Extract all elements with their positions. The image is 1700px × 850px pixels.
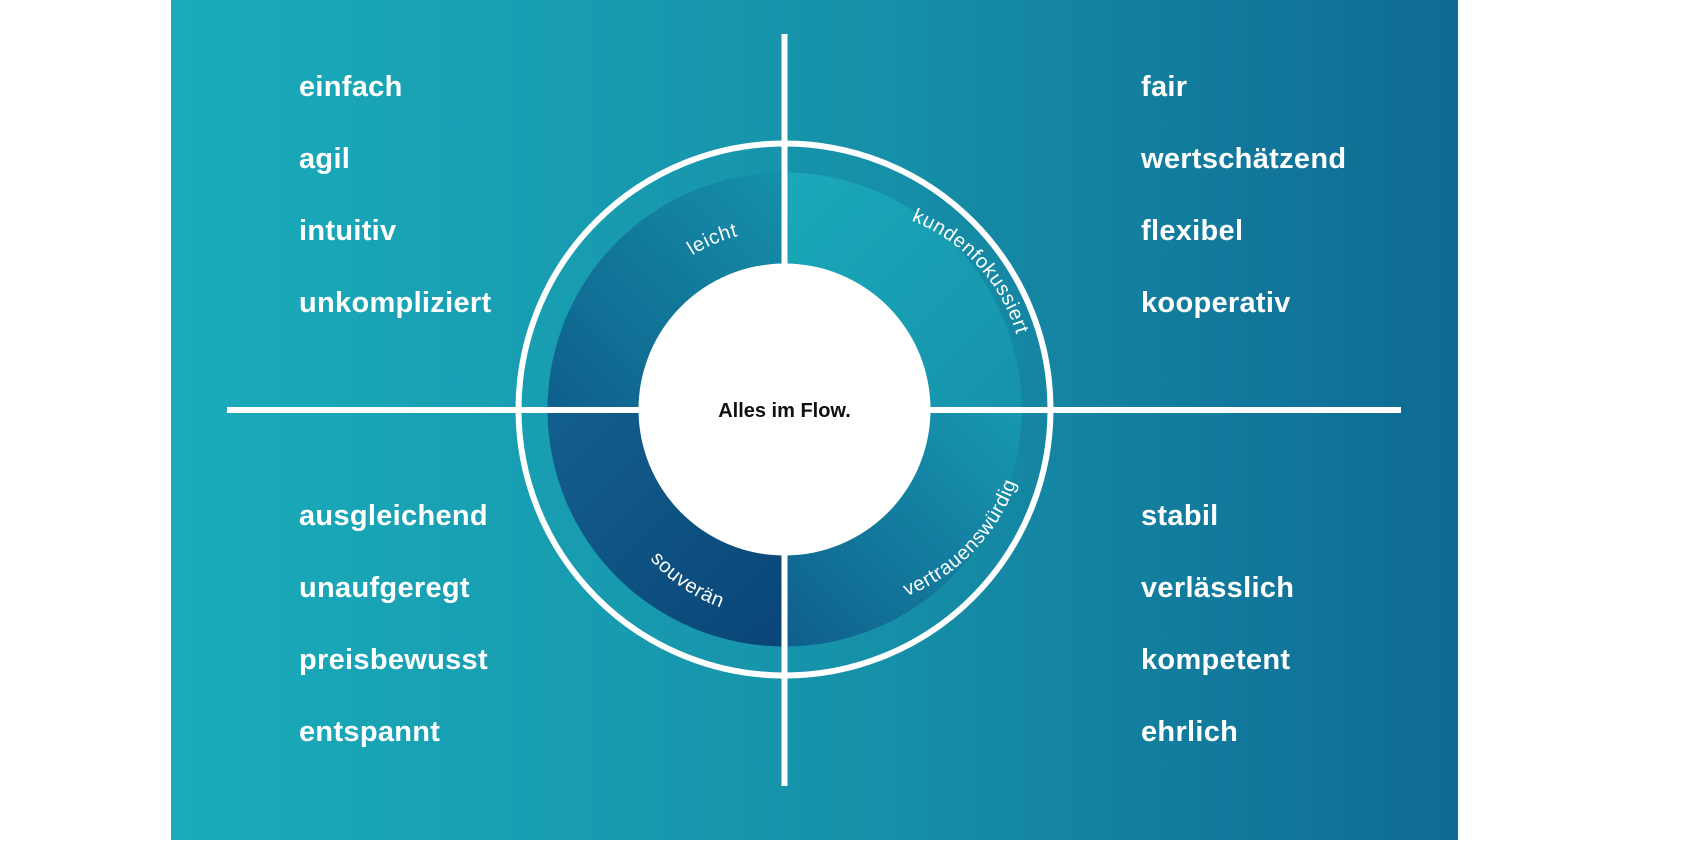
list-item: flexibel — [1141, 215, 1244, 247]
word-list-bottom-right: stabil verlässlich kompetent ehrlich — [1141, 501, 1294, 789]
segment-bottom-right — [784, 409, 1022, 647]
list-item: agil — [299, 143, 351, 175]
list-item: wertschätzend — [1141, 143, 1347, 175]
segment-top-left — [547, 172, 785, 410]
word-list-top-left: einfach agil intuitiv unkompliziert — [299, 72, 491, 360]
list-item: stabil — [1141, 500, 1219, 532]
list-item: verlässlich — [1141, 572, 1295, 604]
list-item: entspannt — [299, 716, 441, 748]
list-item: einfach — [299, 71, 403, 103]
flow-diagram: Alles im Flow. leicht kundenfokussiert s… — [227, 34, 1401, 786]
word-list-bottom-left: ausgleichend unaufgeregt preisbewusst en… — [299, 501, 488, 789]
list-item: ausgleichend — [299, 500, 488, 532]
list-item: kooperativ — [1141, 287, 1291, 319]
center-label: Alles im Flow. — [718, 400, 851, 422]
center-circle — [638, 263, 931, 556]
brand-values-panel: Alles im Flow. leicht kundenfokussiert s… — [171, 0, 1458, 840]
list-item: ehrlich — [1141, 716, 1239, 748]
list-item: unkompliziert — [299, 287, 492, 319]
segment-top-right — [784, 172, 1022, 410]
list-item: intuitiv — [299, 215, 397, 247]
list-item: preisbewusst — [299, 644, 488, 676]
list-item: kompetent — [1141, 644, 1291, 676]
word-list-top-right: fair wertschätzend flexibel kooperativ — [1141, 72, 1346, 360]
list-item: fair — [1141, 71, 1188, 103]
segment-bottom-left — [547, 409, 785, 647]
list-item: unaufgeregt — [299, 572, 470, 604]
